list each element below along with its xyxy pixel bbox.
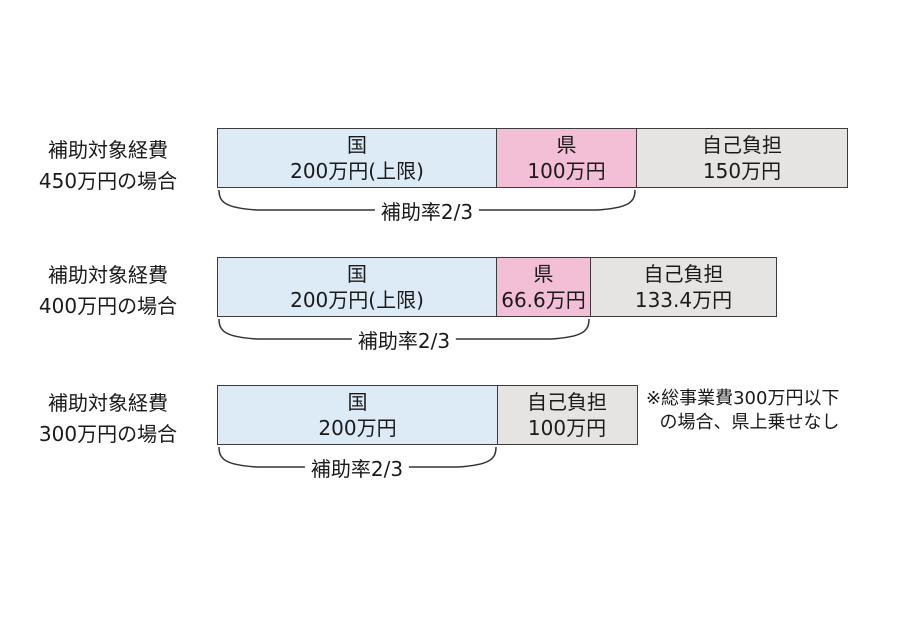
row-label-line1: 補助対象経費 [48,391,168,415]
segment-kuni-name: 国 [347,390,368,414]
row-label-line2: 450万円の場合 [38,169,178,193]
subsidy-rate-label: 補助率2/3 [351,329,457,353]
segment-kuni-amount: 200万円(上限) [290,288,424,312]
row-label-line2: 400万円の場合 [38,294,178,318]
footnote: ※総事業費300万円以下 の場合、県上乗せなし [646,387,839,435]
segment-jiko-amount: 100万円 [527,416,607,440]
segment-jiko-amount: 150万円 [702,159,782,183]
segment-ken-name: 県 [556,133,577,157]
segment-ken-amount: 66.6万円 [501,288,586,312]
segment-ken-name: 県 [533,262,554,286]
segment-kuni: 国 200万円 [217,385,498,445]
segment-kuni-amount: 200万円 [318,416,397,440]
segment-jiko: 自己負担 100万円 [496,385,638,445]
segment-jiko-name: 自己負担 [702,133,782,157]
segment-ken: 県 100万円 [495,128,638,188]
footnote-line1: ※総事業費300万円以下 [646,388,840,409]
row-label-400: 補助対象経費 400万円の場合 [8,260,208,322]
segment-kuni: 国 200万円(上限) [217,128,497,188]
segment-jiko: 自己負担 150万円 [636,128,848,188]
cost-bar-450: 国 200万円(上限) 県 100万円 自己負担 150万円 [217,128,848,188]
segment-jiko-amount: 133.4万円 [634,288,733,312]
row-label-line2: 300万円の場合 [38,422,178,446]
row-label-line1: 補助対象経費 [48,138,168,162]
cost-bar-300: 国 200万円 自己負担 100万円 [217,385,638,445]
row-label-300: 補助対象経費 300万円の場合 [8,388,208,450]
segment-ken: 県 66.6万円 [495,257,592,317]
segment-ken-amount: 100万円 [527,159,606,183]
footnote-line2: の場合、県上乗せなし [659,412,840,433]
row-label-line1: 補助対象経費 [48,263,168,287]
segment-kuni-name: 国 [347,262,367,286]
subsidy-rate-label: 補助率2/3 [374,200,480,224]
segment-kuni: 国 200万円(上限) [217,257,497,317]
segment-jiko: 自己負担 133.4万円 [590,257,777,317]
segment-jiko-name: 自己負担 [643,262,724,286]
segment-kuni-name: 国 [347,133,367,157]
subsidy-rate-label: 補助率2/3 [304,457,410,481]
segment-jiko-name: 自己負担 [527,390,607,414]
segment-kuni-amount: 200万円(上限) [290,159,424,183]
cost-bar-400: 国 200万円(上限) 県 66.6万円 自己負担 133.4万円 [217,257,777,317]
row-label-450: 補助対象経費 450万円の場合 [8,135,208,197]
